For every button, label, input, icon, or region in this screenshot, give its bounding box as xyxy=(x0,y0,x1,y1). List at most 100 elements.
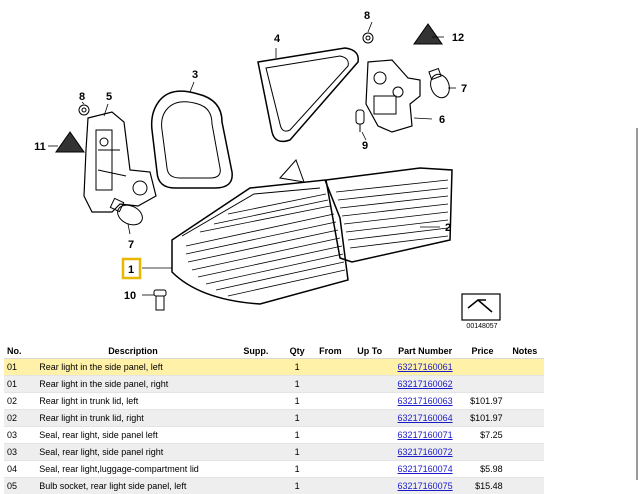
drawing-reference-icon xyxy=(462,294,500,320)
cell-price xyxy=(459,444,505,461)
drawing-id-label: 00148057 xyxy=(462,323,502,330)
cell-from xyxy=(312,461,348,478)
cell-supp xyxy=(230,359,282,376)
part-number-link[interactable]: 63217160061 xyxy=(398,362,453,372)
callout-1[interactable]: 1 xyxy=(128,264,134,276)
cell-part-number: 63217160072 xyxy=(391,444,460,461)
callout-6[interactable]: 6 xyxy=(439,114,445,126)
cell-notes xyxy=(506,410,544,427)
nut-8-drawings xyxy=(79,33,373,115)
part-number-link[interactable]: 63217160074 xyxy=(398,464,453,474)
cell-description: Seal, rear light, side panel right xyxy=(36,444,229,461)
cell-notes xyxy=(506,427,544,444)
cell-supp xyxy=(230,393,282,410)
part-1-rear-light-drawing xyxy=(172,180,348,304)
cell-no: 02 xyxy=(4,410,36,427)
cell-from xyxy=(312,444,348,461)
cell-supp xyxy=(230,410,282,427)
cell-part-number: 63217160062 xyxy=(391,376,460,393)
cell-part-number: 63217160064 xyxy=(391,410,460,427)
cell-price: $101.97 xyxy=(459,393,505,410)
cell-part-number: 63217160071 xyxy=(391,427,460,444)
table-row[interactable]: 03 Seal, rear light, side panel left 1 6… xyxy=(4,427,544,444)
cell-description: Rear light in trunk lid, left xyxy=(36,393,229,410)
cell-supp xyxy=(230,461,282,478)
cell-no: 03 xyxy=(4,427,36,444)
col-header-qty: Qty xyxy=(282,344,312,359)
table-header-row: No. Description Supp. Qty From Up To Par… xyxy=(4,344,544,359)
parts-diagram: 8 12 4 3 7 8 5 6 11 9 2 7 1 10 xyxy=(0,0,640,340)
part-number-link[interactable]: 63217160064 xyxy=(398,413,453,423)
cell-qty: 1 xyxy=(282,393,312,410)
cell-no: 03 xyxy=(4,444,36,461)
cell-part-number: 63217160074 xyxy=(391,461,460,478)
cell-price xyxy=(459,376,505,393)
cell-supp xyxy=(230,427,282,444)
col-header-description: Description xyxy=(36,344,229,359)
callout-9[interactable]: 9 xyxy=(362,140,368,152)
cell-supp xyxy=(230,376,282,393)
cell-qty: 1 xyxy=(282,461,312,478)
cell-no: 02 xyxy=(4,393,36,410)
table-row[interactable]: 01 Rear light in the side panel, right 1… xyxy=(4,376,544,393)
part-number-link[interactable]: 63217160072 xyxy=(398,447,453,457)
cell-description: Seal, rear light,luggage-compartment lid xyxy=(36,461,229,478)
part-number-link[interactable]: 63217160071 xyxy=(398,430,453,440)
callout-7-right[interactable]: 7 xyxy=(461,83,467,95)
table-row[interactable]: 04 Seal, rear light,luggage-compartment … xyxy=(4,461,544,478)
plug-10-drawing xyxy=(154,290,166,310)
cell-qty: 1 xyxy=(282,359,312,376)
part-number-link[interactable]: 63217160062 xyxy=(398,379,453,389)
col-header-supp: Supp. xyxy=(230,344,282,359)
col-header-part-number: Part Number xyxy=(391,344,460,359)
cell-notes xyxy=(506,359,544,376)
callout-12[interactable]: 12 xyxy=(452,32,464,44)
cell-from xyxy=(312,393,348,410)
callout-10[interactable]: 10 xyxy=(124,290,136,302)
part-5-bulb-carrier-drawing xyxy=(84,112,156,212)
scrollbar-thumb[interactable] xyxy=(636,128,638,480)
col-header-from: From xyxy=(312,344,348,359)
warning-triangle-icons xyxy=(56,24,442,152)
bulb-9-drawing xyxy=(356,110,364,132)
callout-3[interactable]: 3 xyxy=(192,69,198,81)
cell-price xyxy=(459,359,505,376)
cell-no: 04 xyxy=(4,461,36,478)
table-row[interactable]: 03 Seal, rear light, side panel right 1 … xyxy=(4,444,544,461)
part-number-link[interactable]: 63217160063 xyxy=(398,396,453,406)
cell-up-to xyxy=(349,376,391,393)
cell-from xyxy=(312,359,348,376)
cell-price: $5.98 xyxy=(459,461,505,478)
callout-4[interactable]: 4 xyxy=(274,33,281,45)
cell-supp xyxy=(230,444,282,461)
parts-table: No. Description Supp. Qty From Up To Par… xyxy=(4,344,544,494)
table-row[interactable]: 01 Rear light in the side panel, left 1 … xyxy=(4,359,544,376)
callout-8-top[interactable]: 8 xyxy=(364,10,370,22)
callout-2[interactable]: 2 xyxy=(445,222,451,234)
cell-no: 01 xyxy=(4,376,36,393)
callout-7-left[interactable]: 7 xyxy=(128,239,134,251)
part-number-link[interactable]: 63217160075 xyxy=(398,481,453,491)
cell-description: Seal, rear light, side panel left xyxy=(36,427,229,444)
cell-from xyxy=(312,376,348,393)
table-row[interactable]: 02 Rear light in trunk lid, left 1 63217… xyxy=(4,393,544,410)
cell-from xyxy=(312,410,348,427)
col-header-no: No. xyxy=(4,344,36,359)
cell-description: Rear light in the side panel, left xyxy=(36,359,229,376)
cell-from xyxy=(312,427,348,444)
cell-notes xyxy=(506,444,544,461)
cell-qty: 1 xyxy=(282,410,312,427)
cell-up-to xyxy=(349,461,391,478)
cell-up-to xyxy=(349,393,391,410)
part-4-seal-drawing xyxy=(258,48,358,141)
table-row[interactable]: 02 Rear light in trunk lid, right 1 6321… xyxy=(4,410,544,427)
cell-notes xyxy=(506,393,544,410)
cell-notes xyxy=(506,376,544,393)
cell-qty: 1 xyxy=(282,376,312,393)
callout-11[interactable]: 11 xyxy=(34,141,46,153)
col-header-price: Price xyxy=(459,344,505,359)
cell-qty: 1 xyxy=(282,444,312,461)
cell-price: $101.97 xyxy=(459,410,505,427)
callout-8-left[interactable]: 8 xyxy=(79,91,85,103)
callout-5[interactable]: 5 xyxy=(106,91,112,103)
